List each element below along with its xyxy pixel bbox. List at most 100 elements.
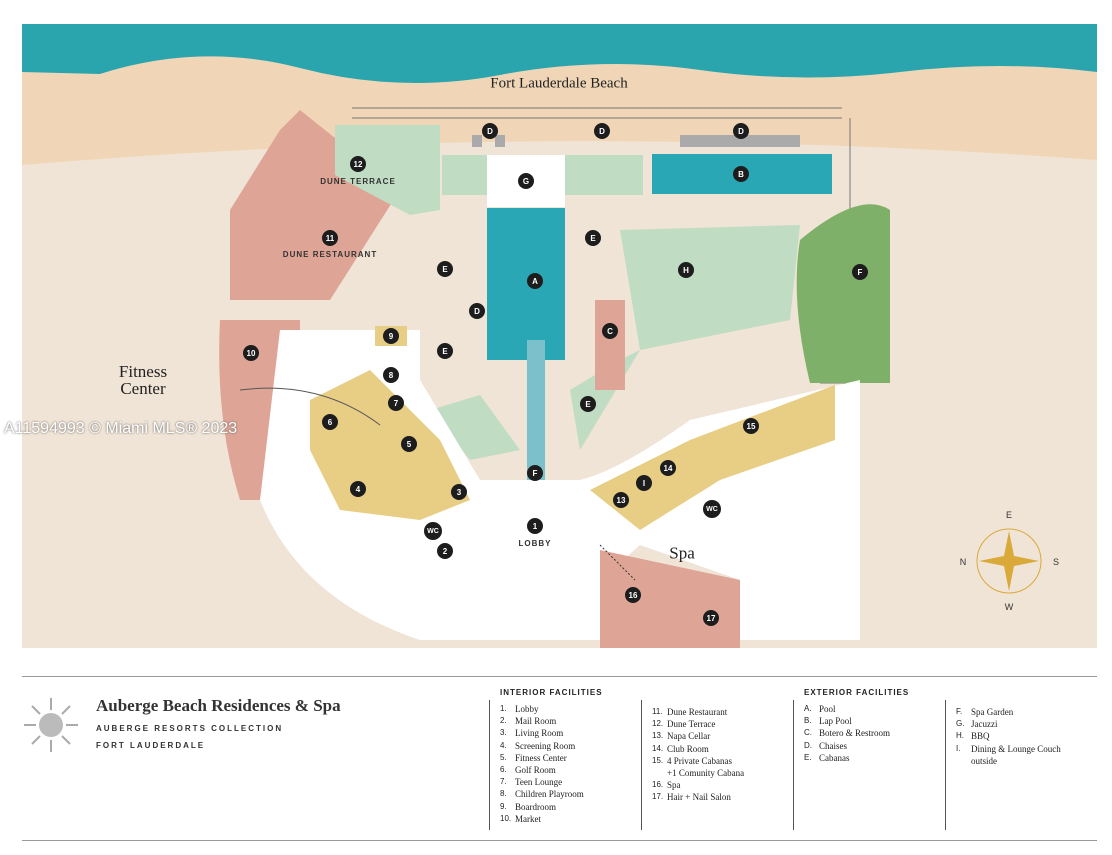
divider (22, 676, 1097, 677)
divider (945, 700, 946, 830)
lobby-label: LOBBY (518, 539, 552, 548)
marker-e[interactable]: E (437, 261, 453, 277)
marker-8[interactable]: 8 (383, 367, 399, 383)
marker-i[interactable]: I (636, 475, 652, 491)
legend-label: 4 Private Cabanas (667, 755, 732, 766)
marker-9[interactable]: 9 (383, 328, 399, 344)
legend-label: Napa Cellar (667, 731, 711, 742)
marker-d[interactable]: D (733, 123, 749, 139)
legend-key (956, 755, 971, 767)
marker-f[interactable]: F (852, 264, 868, 280)
legend-item: 10.Market (500, 813, 603, 825)
legend-key: 16. (652, 780, 664, 790)
brand-block: Auberge Beach Residences & Spa AUBERGE R… (96, 696, 341, 750)
legend-key: C. (804, 728, 812, 738)
legend-key: F. (956, 707, 963, 716)
fitness-center-label: Fitness Center (118, 362, 168, 398)
legend-label: Screening Room (515, 740, 576, 751)
watermark: A11594993 © Miami MLS® 2023 (4, 420, 238, 437)
marker-d[interactable]: D (594, 123, 610, 139)
marker-e[interactable]: E (585, 230, 601, 246)
legend-label: Lobby (515, 704, 539, 714)
city-name: FORT LAUDERDALE (96, 741, 206, 750)
legend-label: Spa Garden (971, 707, 1014, 717)
marker-h[interactable]: H (678, 262, 694, 278)
legend-label: outside (971, 755, 997, 766)
legend-item: D.Chaises (804, 740, 909, 752)
dune-terrace-label: DUNE TERRACE (320, 177, 396, 186)
legend-item: 13.Napa Cellar (652, 730, 744, 742)
legend-label: Club Room (667, 743, 709, 754)
ocean (22, 24, 1097, 84)
marker-d[interactable]: D (469, 303, 485, 319)
legend-item: G. Jacuzzi (956, 718, 1061, 730)
legend-key: 6. (500, 765, 507, 775)
legend-label: BBQ (971, 731, 990, 742)
legend-label: Golf Room (515, 765, 556, 776)
legend-label: Fitness Center (515, 752, 567, 763)
legend-label: Boardroom (515, 801, 556, 812)
marker-d[interactable]: D (482, 123, 498, 139)
legend-item: B.Lap Pool (804, 715, 909, 727)
map-shapes (22, 24, 1097, 648)
legend-label: Chaises (819, 740, 847, 751)
marker-wc[interactable]: WC (703, 500, 721, 518)
beach-label: Fort Lauderdale Beach (490, 75, 628, 92)
marker-15[interactable]: 15 (743, 418, 759, 434)
legend-key: 8. (500, 789, 507, 799)
marker-e[interactable]: E (437, 343, 453, 359)
legend-key: A. (804, 704, 812, 713)
marker-7[interactable]: 7 (388, 395, 404, 411)
legend-item: 5.Fitness Center (500, 752, 603, 764)
legend-item: A.Pool (804, 703, 909, 715)
legend-key: E. (804, 752, 812, 762)
marker-16[interactable]: 16 (625, 587, 641, 603)
legend-label: Jacuzzi (971, 719, 998, 730)
marker-f[interactable]: F (527, 465, 543, 481)
marker-e[interactable]: E (580, 396, 596, 412)
marker-3[interactable]: 3 (451, 484, 467, 500)
marker-11[interactable]: 11 (322, 230, 338, 246)
interior-rooms-east (590, 385, 835, 530)
legend-key: 17. (652, 792, 664, 802)
sun-logo-icon (24, 698, 78, 752)
marker-17[interactable]: 17 (703, 610, 719, 626)
legend-label: Dune Restaurant (667, 707, 728, 717)
marker-14[interactable]: 14 (660, 460, 676, 476)
marker-5[interactable]: 5 (401, 436, 417, 452)
legend-label: Teen Lounge (515, 777, 563, 788)
marker-1[interactable]: 1 (527, 518, 543, 534)
spa-garden (796, 204, 890, 383)
marker-b[interactable]: B (733, 166, 749, 182)
marker-c[interactable]: C (602, 323, 618, 339)
compass-n: N (959, 557, 967, 567)
legend-key: G. (956, 719, 965, 729)
collection-name: AUBERGE RESORTS COLLECTION (96, 724, 284, 733)
marker-4[interactable]: 4 (350, 481, 366, 497)
legend-item: 1.Lobby (500, 703, 603, 715)
legend-item: 17.Hair + Nail Salon (652, 791, 744, 803)
dune-restaurant-label: DUNE RESTAURANT (282, 250, 378, 259)
marker-13[interactable]: 13 (613, 492, 629, 508)
legend-label: Botero & Restroom (819, 728, 890, 739)
legend-key: 10. (500, 813, 512, 823)
legend-item: 4.Screening Room (500, 740, 603, 752)
marker-a[interactable]: A (527, 273, 543, 289)
legend-item: 14.Club Room (652, 743, 744, 755)
legend-item: 9.Boardroom (500, 801, 603, 813)
marker-wc[interactable]: WC (424, 522, 442, 540)
marker-10[interactable]: 10 (243, 345, 259, 361)
spa-label: Spa (669, 543, 695, 563)
legend-label: Living Room (515, 728, 564, 739)
legend-key: B. (804, 716, 812, 726)
marker-12[interactable]: 12 (350, 156, 366, 172)
legend-item: 7.Teen Lounge (500, 776, 603, 788)
marker-g[interactable]: G (518, 173, 534, 189)
legend-key: I. (956, 743, 961, 753)
marker-2[interactable]: 2 (437, 543, 453, 559)
marker-6[interactable]: 6 (322, 414, 338, 430)
